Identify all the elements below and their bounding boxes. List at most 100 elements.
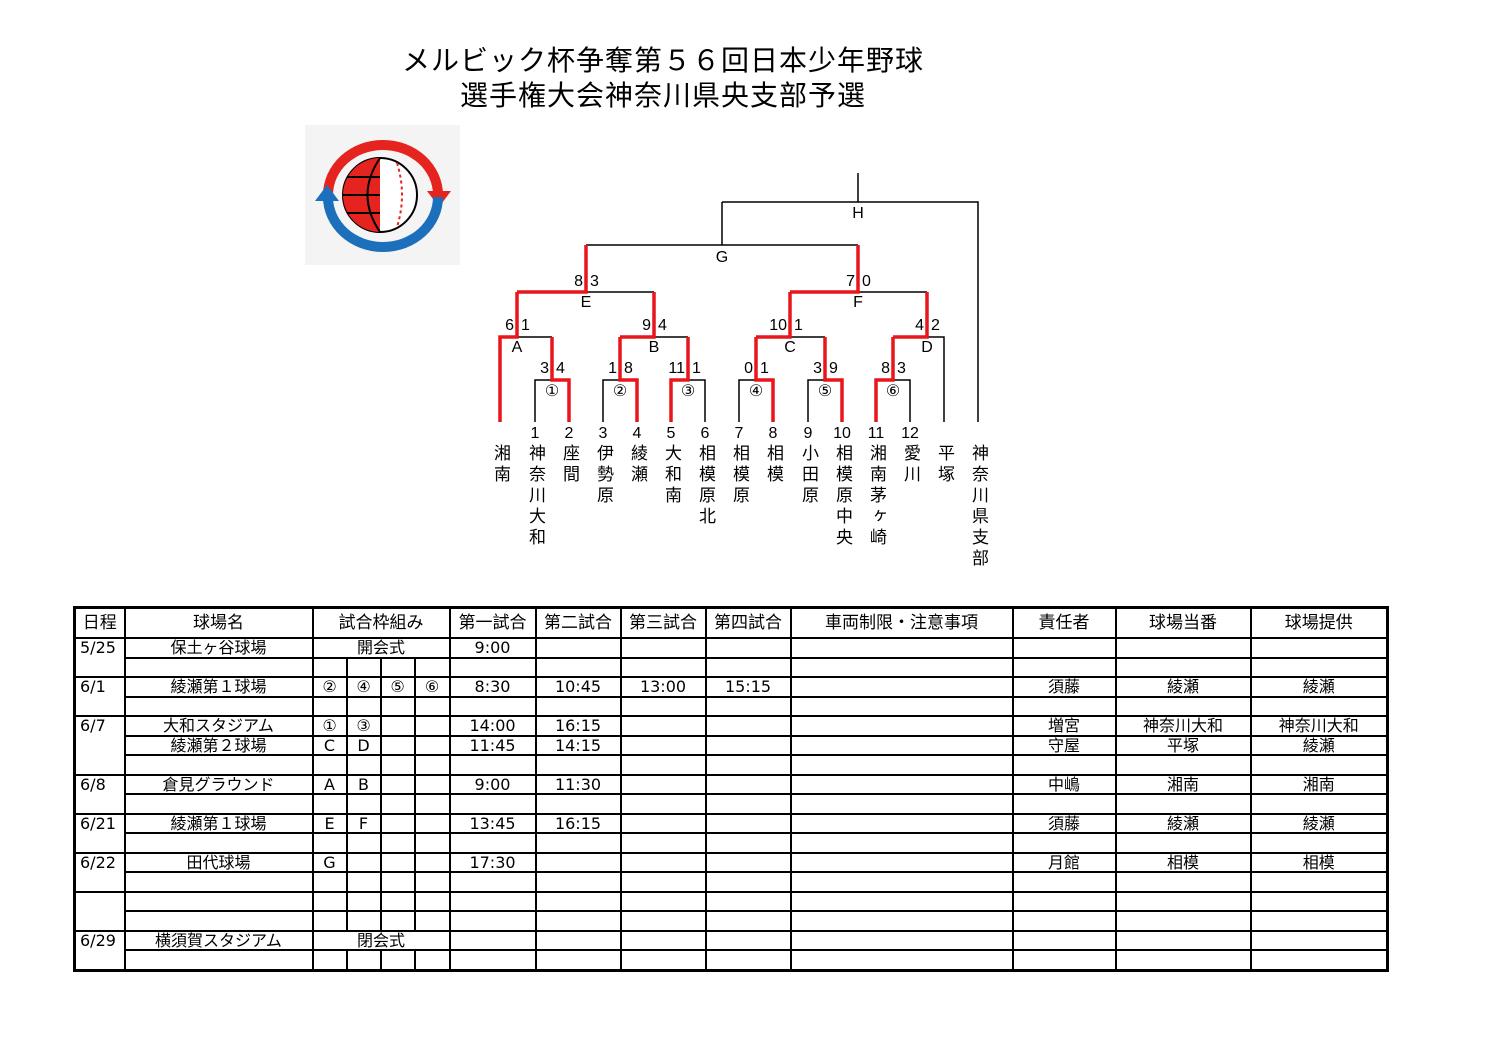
game-time-cell: 9:00 — [448, 773, 537, 795]
score-right: 1 — [521, 317, 530, 334]
responsible-cell — [1011, 949, 1117, 971]
match-label: ② — [613, 383, 627, 400]
score-left: 9 — [642, 317, 651, 334]
schedule-row — [75, 754, 1389, 776]
column-header: 第二試合 — [534, 606, 622, 639]
game-time-cell — [534, 871, 622, 893]
date-cell: 6/7 — [73, 715, 126, 776]
field-duty-cell: 神奈川大和 — [1114, 715, 1252, 737]
match-label: ⑥ — [886, 383, 900, 400]
game-time-cell: 11:30 — [534, 773, 622, 795]
team-name: 相模 — [763, 444, 783, 486]
match-slot-cell — [379, 812, 416, 834]
team-name: 神奈川県支部 — [968, 444, 988, 570]
match-label: ④ — [749, 383, 763, 400]
match-label: F — [853, 294, 863, 311]
seed-number: 7 — [735, 425, 744, 442]
match-label: D — [921, 339, 933, 356]
responsible-cell: 中嶋 — [1011, 773, 1117, 795]
game-time-cell: 11:45 — [448, 734, 537, 756]
notes-cell — [789, 812, 1014, 834]
field-provider-cell — [1249, 929, 1389, 951]
match-slot-cell — [413, 695, 451, 717]
schedule-row — [73, 890, 1389, 932]
match-slot-cell: ⑥ — [413, 676, 451, 698]
game-time-cell — [704, 910, 792, 932]
date-cell: 6/1 — [73, 676, 126, 717]
notes-cell — [789, 676, 1014, 698]
column-header: 第四試合 — [704, 606, 792, 639]
seed-number: 2 — [565, 425, 574, 442]
game-time-cell — [448, 929, 537, 951]
schedule-row — [75, 871, 1389, 893]
schedule-row — [75, 949, 1389, 971]
match-slot-cell — [345, 890, 382, 912]
field-duty-cell — [1114, 637, 1252, 659]
team-name: 綾瀬 — [627, 444, 647, 486]
score-left: 10 — [769, 317, 787, 334]
game-time-cell — [448, 656, 537, 678]
game-time-cell — [534, 910, 622, 932]
field-provider-cell — [1249, 871, 1389, 893]
match-slot-cell — [413, 890, 451, 912]
responsible-cell — [1011, 832, 1117, 854]
game-time-cell — [448, 871, 537, 893]
notes-cell — [789, 929, 1014, 951]
team-name: 座間 — [559, 444, 579, 486]
match-slot-cell — [413, 910, 451, 932]
game-time-cell — [619, 890, 707, 912]
venue-cell: 綾瀬第２球場 — [123, 734, 314, 756]
score-left: 1 — [608, 360, 617, 377]
match-slot-cell — [345, 656, 382, 678]
match-slot-cell: ④ — [345, 676, 382, 698]
schedule-row — [75, 910, 1389, 932]
field-duty-cell — [1114, 871, 1252, 893]
venue-cell: 田代球場 — [123, 851, 314, 873]
field-provider-cell — [1249, 695, 1389, 717]
field-duty-cell — [1114, 929, 1252, 951]
date-cell: 6/22 — [73, 851, 126, 893]
scores: 3 4 1 8 11 1 0 1 3 9 8 3 6 1 9 4 10 1 4 … — [505, 273, 940, 377]
game-time-cell — [704, 812, 792, 834]
schedule-row — [75, 832, 1389, 854]
score-left: 4 — [915, 317, 924, 334]
team-name: 相模原中央 — [832, 444, 852, 549]
field-duty-cell — [1114, 832, 1252, 854]
score-left: 6 — [505, 317, 514, 334]
schedule-header-row: 日程球場名試合枠組み第一試合第二試合第三試合第四試合車両制限・注意事項責任者球場… — [73, 606, 1389, 639]
responsible-cell: 守屋 — [1011, 734, 1117, 756]
date-cell: 5/25 — [73, 637, 126, 678]
column-header: 責任者 — [1011, 606, 1117, 639]
match-slot-cell: ③ — [345, 715, 382, 737]
score-left: 3 — [540, 360, 549, 377]
seed-number: 11 — [868, 425, 885, 442]
game-time-cell: 14:15 — [534, 734, 622, 756]
match-slot-cell — [379, 754, 416, 776]
score-right: 2 — [931, 317, 940, 334]
field-duty-cell: 綾瀬 — [1114, 676, 1252, 698]
game-time-cell — [448, 832, 537, 854]
score-left: 7 — [846, 273, 855, 290]
match-slot-cell — [379, 851, 416, 873]
bracket-lines — [499, 173, 979, 422]
notes-cell — [789, 851, 1014, 873]
game-time-cell: 15:15 — [704, 676, 792, 698]
venue-cell — [123, 832, 314, 854]
match-slot-cell — [413, 773, 451, 795]
match-slot-cell: E — [311, 812, 348, 834]
game-time-cell — [619, 637, 707, 659]
venue-cell: 綾瀬第１球場 — [123, 676, 314, 698]
responsible-cell: 須藤 — [1011, 676, 1117, 698]
match-h-line — [722, 173, 979, 422]
responsible-cell — [1011, 695, 1117, 717]
game-time-cell: 10:45 — [534, 676, 622, 698]
match-label: ⑤ — [818, 383, 832, 400]
date-cell: 6/8 — [73, 773, 126, 815]
match-slot-cell — [311, 910, 348, 932]
game-time-cell — [534, 851, 622, 873]
field-duty-cell — [1114, 656, 1252, 678]
match-label: C — [784, 339, 796, 356]
score-right: 1 — [760, 360, 769, 377]
